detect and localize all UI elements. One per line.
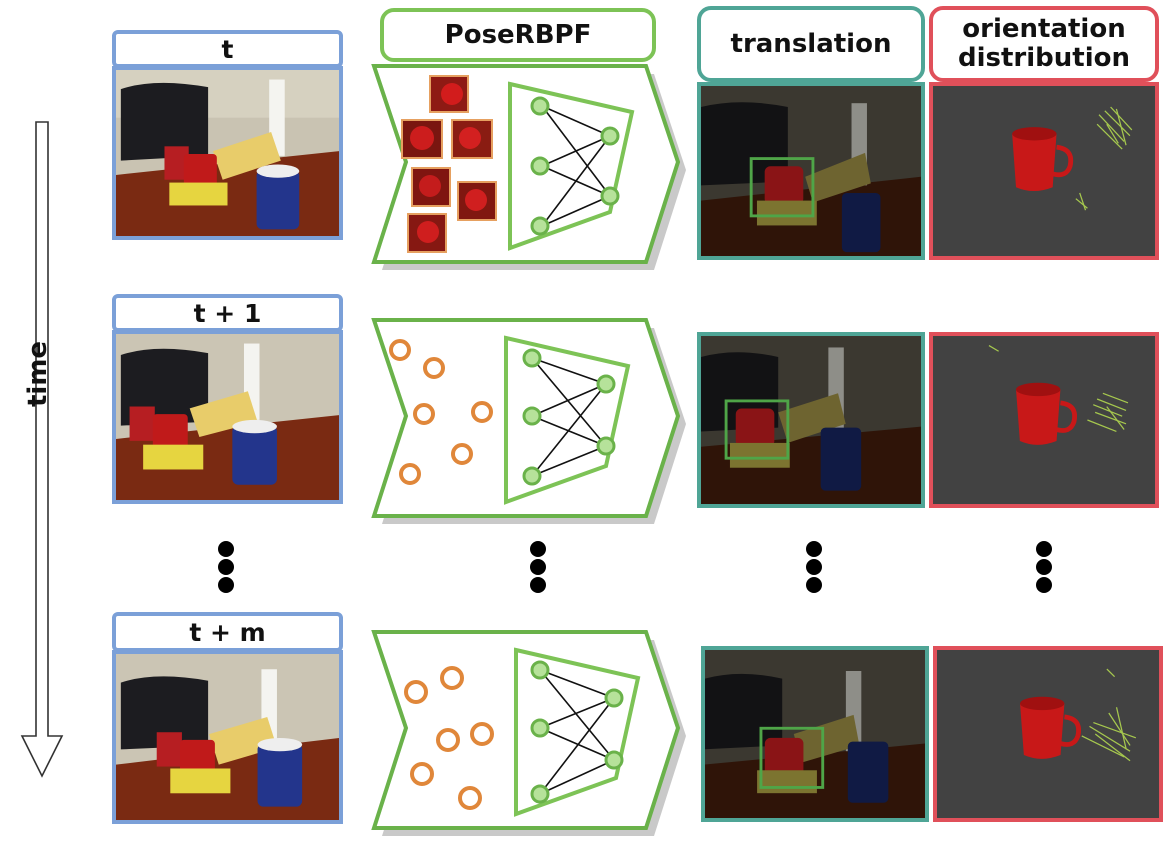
header-poserbpf-text: PoseRBPF	[444, 19, 592, 50]
ellipsis-vertical-icon	[218, 541, 234, 595]
ellipsis-vertical-icon	[806, 541, 822, 595]
ellipsis-vertical-icon	[530, 541, 546, 595]
time-label-t: t	[112, 30, 343, 68]
particle-crops	[401, 75, 497, 253]
time-label-t-plus-1: t + 1	[112, 294, 343, 332]
header-translation: translation	[697, 6, 925, 82]
time-axis-label: time	[23, 340, 53, 407]
header-orientation-text: orientation	[962, 14, 1126, 45]
poserbpf-chevron-t	[371, 64, 686, 270]
neural-network-icon	[514, 647, 641, 817]
translation-image-t	[697, 82, 925, 260]
poserbpf-chevron-t-plus-m	[371, 630, 686, 836]
particles	[389, 339, 493, 485]
time-label-text: t + m	[189, 617, 266, 647]
time-label-text: t	[221, 34, 234, 64]
neural-network-icon	[504, 335, 631, 505]
scene-image-t-plus-1	[112, 330, 343, 504]
time-label-t-plus-m: t + m	[112, 612, 343, 652]
header-poserbpf: PoseRBPF	[380, 8, 656, 62]
scene-image-t-plus-m	[112, 650, 343, 824]
scene-image-t	[112, 66, 343, 240]
translation-image-t-plus-1	[697, 332, 925, 508]
header-orientation-distribution: orientation distribution	[929, 6, 1159, 82]
orientation-image-t-plus-m	[933, 646, 1163, 822]
ellipsis-vertical-icon	[1036, 541, 1052, 595]
header-distribution-text: distribution	[958, 43, 1130, 73]
time-label-text: t + 1	[193, 298, 262, 328]
header-translation-text: translation	[730, 28, 892, 59]
time-arrow-icon	[20, 121, 64, 778]
neural-network-icon	[508, 81, 635, 251]
poserbpf-chevron-t-plus-1	[371, 318, 686, 524]
orientation-image-t-plus-1	[929, 332, 1159, 508]
translation-image-t-plus-m	[701, 646, 929, 822]
particles	[404, 666, 494, 810]
orientation-image-t	[929, 82, 1159, 260]
